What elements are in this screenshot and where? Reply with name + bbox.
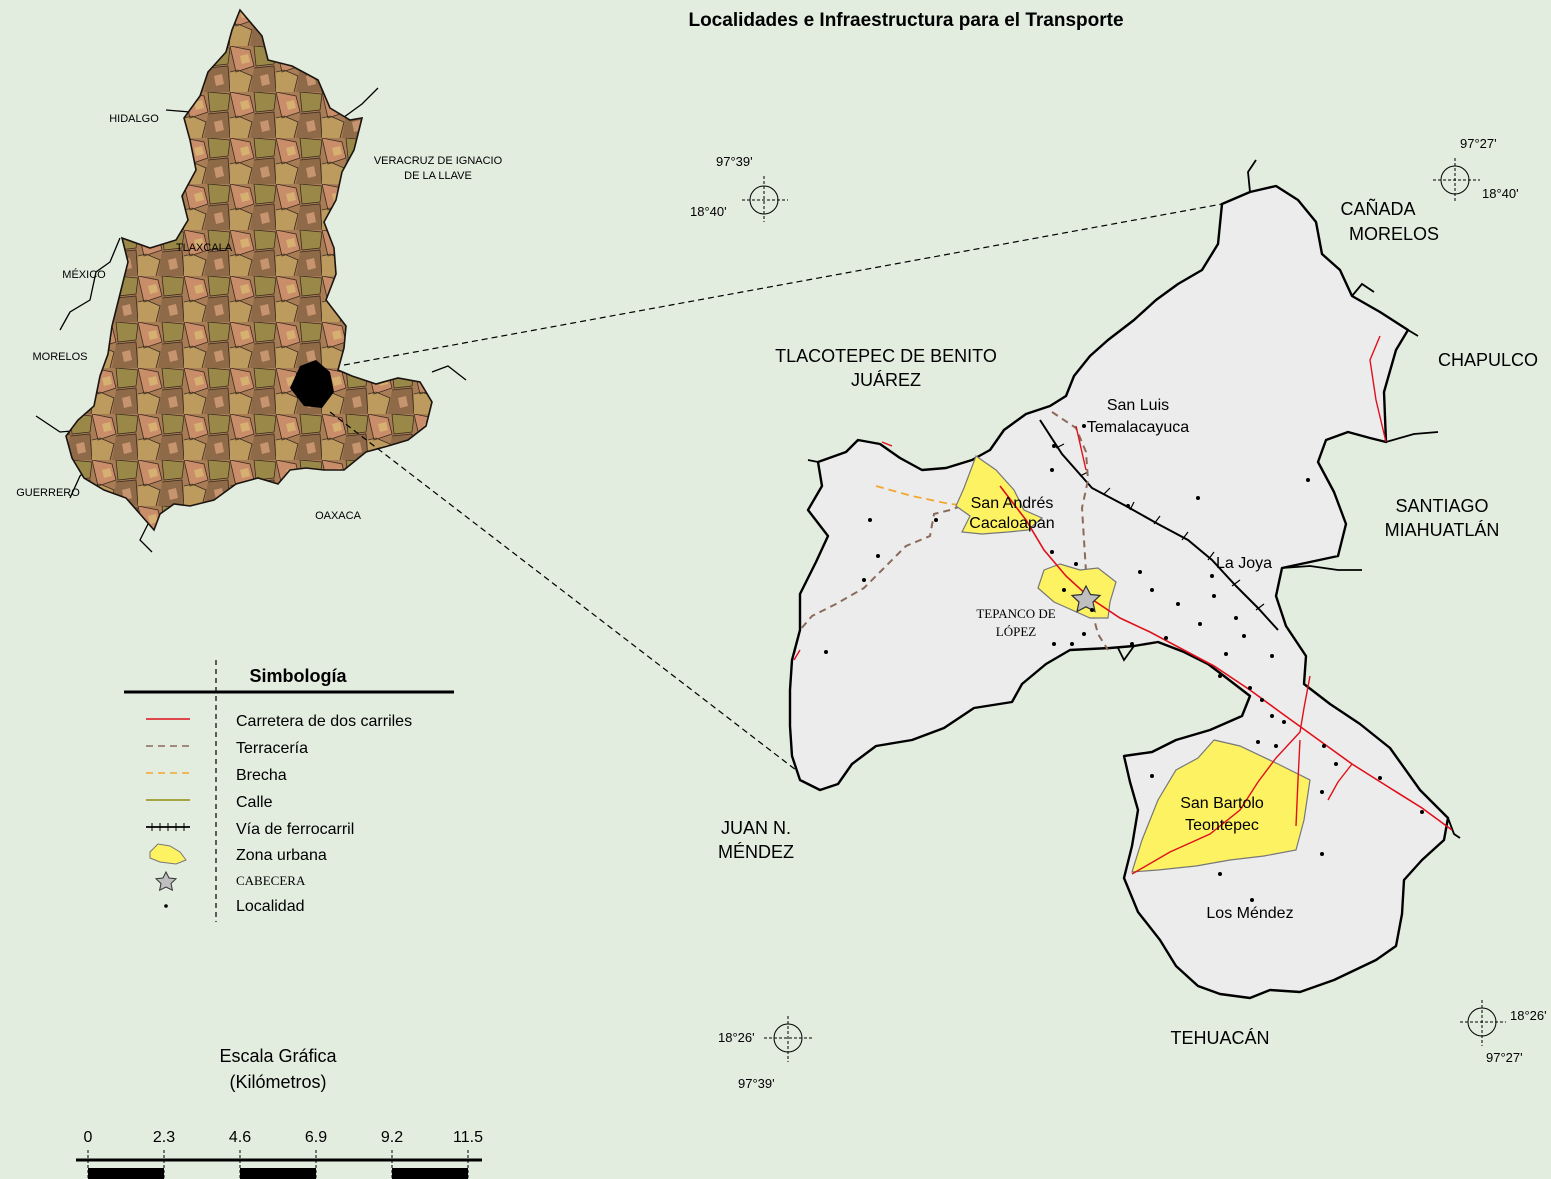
legend-label-calle: Calle — [236, 794, 273, 811]
cabecera-star — [1070, 584, 1102, 613]
label-la-joya: La Joya — [1216, 555, 1272, 572]
map-title: Localidades e Infraestructura para el Tr… — [688, 10, 1123, 31]
label-san-bartolo-1: San Bartolo — [1180, 795, 1264, 812]
state-label-mexico: MÉXICO — [62, 268, 106, 281]
locality-dots — [824, 424, 1424, 902]
legend-symbol-rail — [146, 823, 190, 831]
crosshair-se — [1460, 1000, 1506, 1046]
state-label-morelos: MORELOS — [32, 351, 87, 363]
neighbor-tlacotepec-1: TLACOTEPEC DE BENITO — [775, 346, 997, 366]
highway-main — [999, 485, 1453, 831]
neighbor-tehuacan: TEHUACÁN — [1170, 1028, 1269, 1048]
legend-label-cabecera: CABECERA — [236, 873, 306, 888]
neighbor-juan-2: MÉNDEZ — [718, 842, 794, 862]
neighbor-canada-2: MORELOS — [1349, 224, 1439, 244]
coord-se-lon: 97°27' — [1486, 1050, 1523, 1065]
coord-sw-lat: 18°26' — [718, 1030, 755, 1045]
legend-label-urban: Zona urbana — [236, 847, 327, 864]
label-san-luis-1: San Luis — [1107, 397, 1169, 414]
municipality-map: San Luis Temalacayuca San Andrés Cacaloa… — [718, 159, 1538, 1048]
highway-branches — [793, 335, 1387, 875]
inset-connector-bottom — [329, 411, 823, 791]
scale-bar: Escala Gráfica (Kilómetros) 0 2.3 4.6 6.… — [76, 1046, 483, 1179]
state-label-guerrero: GUERRERO — [16, 487, 80, 499]
crosshair-sw — [764, 1016, 812, 1062]
state-label-veracruz-1: VERACRUZ DE IGNACIO — [374, 155, 503, 167]
state-label-tlaxcala: TLAXCALA — [176, 242, 233, 254]
label-tepanco-2: LÓPEZ — [996, 624, 1037, 639]
scale-tick-4: 9.2 — [381, 1129, 403, 1146]
neighbor-santiago-1: SANTIAGO — [1395, 496, 1488, 516]
scale-tick-2: 4.6 — [229, 1129, 251, 1146]
neighbor-chapulco: CHAPULCO — [1438, 350, 1538, 370]
neighbor-tlacotepec-2: JUÁREZ — [851, 370, 921, 390]
crosshair-ne — [1433, 158, 1480, 202]
neighbor-juan-1: JUAN N. — [721, 818, 791, 838]
legend: Simbología Carretera de dos carriles Ter… — [124, 660, 454, 922]
scale-tick-5: 11.5 — [453, 1129, 483, 1146]
legend-label-dirt: Terracería — [236, 740, 308, 757]
crosshair-nw — [742, 176, 788, 222]
legend-title: Simbología — [249, 666, 347, 686]
inset-highlight-municipality — [290, 360, 334, 408]
label-san-bartolo-2: Teontepec — [1185, 817, 1259, 834]
railway-ticks — [1055, 443, 1265, 611]
boundary-spurs — [793, 159, 1461, 839]
scale-tick-1: 2.3 — [153, 1129, 175, 1146]
legend-symbol-urban — [149, 843, 187, 865]
coord-sw-lon: 97°39' — [738, 1076, 775, 1091]
label-los-mendez: Los Méndez — [1206, 905, 1293, 922]
scale-title: Escala Gráfica — [219, 1046, 337, 1066]
coord-nw-lat: 18°40' — [690, 204, 727, 219]
state-label-hidalgo: HIDALGO — [109, 113, 159, 125]
brecha-road — [875, 485, 973, 507]
state-label-veracruz-2: DE LA LLAVE — [404, 170, 472, 182]
coord-ne-lon: 97°27' — [1460, 136, 1497, 151]
legend-symbol-dot — [164, 904, 168, 908]
neighbor-canada-1: CAÑADA — [1340, 198, 1415, 219]
scale-tick-3: 6.9 — [305, 1129, 327, 1146]
coord-nw-lon: 97°39' — [716, 154, 753, 169]
scale-units: (Kilómetros) — [229, 1072, 326, 1092]
dirt-road — [799, 411, 1109, 651]
state-label-oaxaca: OAXACA — [315, 510, 362, 522]
scale-segment-5 — [392, 1168, 468, 1179]
label-tepanco-1: TEPANCO DE — [976, 606, 1055, 621]
inset-state-outline — [65, 8, 433, 532]
label-san-andres-2: Cacaloapan — [969, 515, 1054, 532]
legend-label-road: Carretera de dos carriles — [236, 713, 412, 730]
coordinate-marks — [742, 158, 1506, 1062]
neighbor-santiago-2: MIAHUATLÁN — [1385, 520, 1500, 540]
legend-label-locality: Localidad — [236, 898, 305, 915]
legend-label-rail: Vía de ferrocarril — [236, 821, 354, 838]
coord-ne-lat: 18°40' — [1482, 186, 1519, 201]
urban-zone-san-andres — [955, 455, 1044, 535]
municipality-polygon — [788, 184, 1450, 1000]
inset-state-map: HIDALGO VERACRUZ DE IGNACIO DE LA LLAVE … — [16, 8, 1223, 791]
railway-line — [1039, 419, 1279, 631]
scale-tick-0: 0 — [84, 1129, 93, 1146]
scale-segment-3 — [240, 1168, 316, 1179]
legend-label-brecha: Brecha — [236, 767, 287, 784]
coord-se-lat: 18°26' — [1510, 1008, 1547, 1023]
inset-connector-top — [343, 203, 1223, 366]
legend-symbol-star — [154, 870, 178, 892]
label-san-andres-1: San Andrés — [971, 495, 1054, 512]
label-san-luis-2: Temalacayuca — [1087, 419, 1189, 436]
scale-segment-1 — [88, 1168, 164, 1179]
